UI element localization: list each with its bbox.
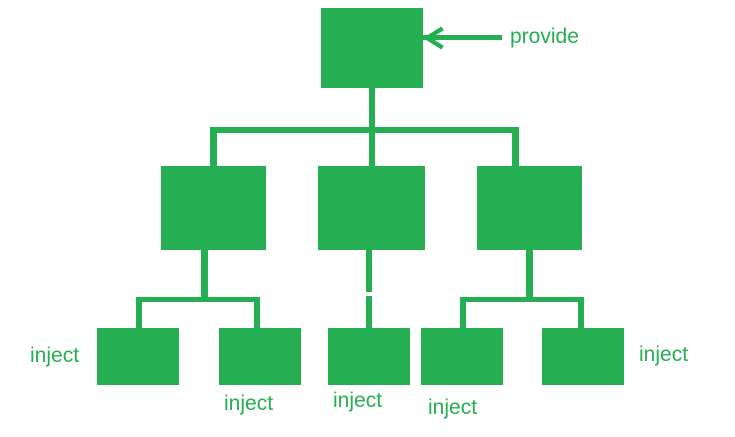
- edge-right-group-bus: [460, 297, 584, 302]
- edge-left-group-bus: [136, 297, 260, 302]
- edge-right-group-drop-1: [460, 297, 466, 329]
- mid-node-left[interactable]: [161, 166, 266, 250]
- provide-arrow-head: [422, 26, 444, 50]
- provide-label: provide: [510, 25, 579, 48]
- edge-mid-right-stem: [526, 250, 533, 300]
- edge-left-group-drop-1: [136, 297, 142, 329]
- root-node[interactable]: [321, 8, 423, 88]
- leaf-node-1[interactable]: [97, 328, 179, 385]
- inject-label-5: inject: [639, 343, 689, 366]
- inject-label-4: inject: [428, 396, 478, 419]
- edge-root-to-mid-right-drop: [512, 127, 519, 167]
- leaf-node-5[interactable]: [542, 328, 624, 385]
- edge-mid-center-stem-upper: [366, 250, 372, 292]
- provide-arrow-shaft: [423, 35, 502, 40]
- edge-left-group-drop-2: [254, 297, 260, 329]
- inject-label-1: inject: [30, 344, 80, 367]
- leaf-node-4[interactable]: [421, 328, 503, 385]
- edge-root-to-mid-left-drop: [210, 127, 217, 167]
- leaf-node-3[interactable]: [328, 328, 410, 385]
- edge-root-stem: [369, 88, 375, 132]
- leaf-node-2[interactable]: [219, 328, 301, 385]
- edge-right-group-drop-2: [578, 297, 584, 329]
- mid-node-center[interactable]: [318, 166, 425, 250]
- inject-label-2: inject: [224, 392, 274, 415]
- edge-mid-left-stem: [201, 250, 208, 300]
- edge-mid-center-stem-lower: [366, 296, 372, 329]
- mid-node-right[interactable]: [477, 166, 582, 250]
- edge-level1-bus: [210, 127, 519, 133]
- inject-label-3: inject: [333, 389, 383, 412]
- edge-root-to-mid-center-drop: [369, 127, 375, 167]
